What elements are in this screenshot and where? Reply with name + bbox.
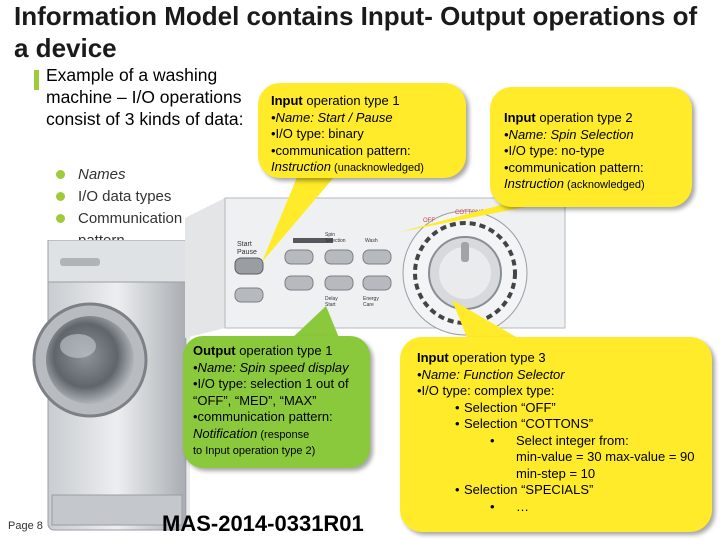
start-pause-button	[234, 257, 264, 275]
svg-text:Spin: Spin	[325, 232, 335, 238]
svg-text:Delay: Delay	[325, 296, 338, 302]
bullet-dot-icon	[56, 170, 65, 179]
callout-input-type-2: Input operation type 2 •Name: Spin Selec…	[490, 87, 692, 207]
svg-text:Start: Start	[325, 302, 336, 308]
svg-text:Wash: Wash	[365, 238, 378, 244]
svg-text:Start: Start	[237, 241, 252, 248]
callout-input-type-3: Input operation type 3 •Name: Function S…	[400, 337, 712, 532]
svg-text:COTTONS: COTTONS	[455, 210, 484, 216]
control-panel-image: Start Pause Spin Selection Wash Delay St…	[185, 197, 566, 338]
svg-text:Care: Care	[363, 302, 374, 308]
bullet-dot-icon	[56, 214, 65, 223]
slide-title: Information Model contains Input- Output…	[14, 1, 698, 63]
document-id: MAS-2014-0331R01	[162, 511, 364, 536]
spin-selection-button	[324, 249, 354, 265]
selection-more: •…	[490, 498, 529, 514]
page-number: Page 8	[8, 520, 43, 532]
selection-off: •Selection “OFF”	[455, 399, 556, 415]
selection-cottons: •Selection “COTTONS”	[455, 416, 594, 431]
svg-text:Selection: Selection	[325, 238, 346, 244]
bullet-marker	[34, 70, 39, 90]
callout-output-type-1: Output operation type 1 •Name: Spin spee…	[183, 336, 370, 468]
svg-text:Energy: Energy	[363, 296, 379, 302]
select-integer: •Select integer from:	[490, 432, 629, 448]
selection-specials: •Selection “SPECIALS”	[455, 482, 594, 497]
callout-input-type-1: Input operation type 1 •Name: Start / Pa…	[258, 83, 466, 178]
sub-bullet-names: Names	[56, 164, 208, 186]
sub-bullet-io-types: I/O data types	[56, 186, 208, 208]
svg-text:Pause: Pause	[237, 249, 257, 256]
intro-text: Example of a washing machine – I/O opera…	[46, 65, 244, 129]
bullet-dot-icon	[56, 192, 65, 201]
svg-text:OFF: OFF	[423, 218, 435, 224]
